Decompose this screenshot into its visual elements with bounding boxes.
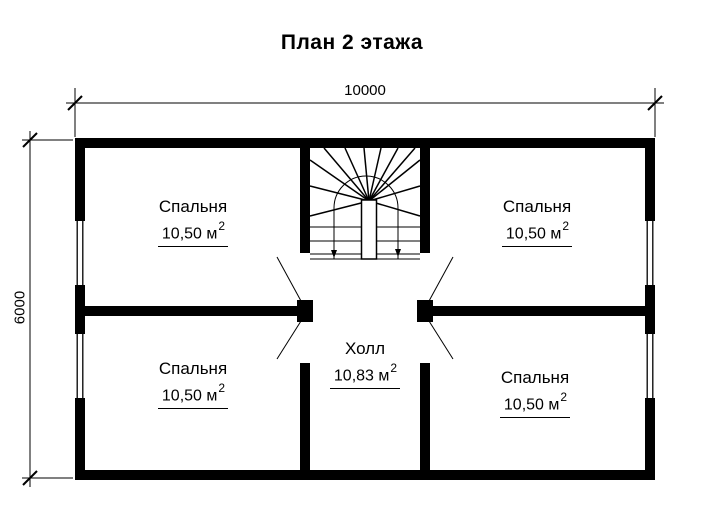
wall-outer-top bbox=[75, 138, 655, 148]
staircase bbox=[309, 147, 421, 260]
room-name: Холл bbox=[344, 339, 386, 358]
dimension-top bbox=[66, 88, 664, 137]
room-area-sup: 2 bbox=[218, 381, 226, 395]
room-area-sup: 2 bbox=[560, 390, 568, 404]
room-area-sup: 2 bbox=[218, 219, 226, 233]
room-area: 10,50 м2 bbox=[429, 219, 645, 248]
wall-hall-left bbox=[300, 363, 310, 470]
room-area-sup: 2 bbox=[390, 361, 398, 375]
window-symbol-left-bottom bbox=[76, 334, 84, 398]
wall-stair-right bbox=[420, 148, 430, 253]
room-label-hall: Холл 10,83 м2 bbox=[304, 339, 426, 390]
room-area: 10,50 м2 bbox=[85, 219, 301, 248]
wall-outer-left-middle bbox=[75, 285, 85, 334]
wall-outer-bottom bbox=[75, 470, 655, 480]
doors bbox=[276, 256, 454, 360]
stair-fan-lines bbox=[309, 147, 421, 217]
door-swing-line-bottom-right bbox=[428, 320, 454, 360]
room-area: 10,50 м2 bbox=[85, 381, 301, 410]
wall-end-cap-right bbox=[417, 300, 433, 322]
wall-outer-left-upper bbox=[75, 138, 85, 221]
wall-outer-left-lower bbox=[75, 398, 85, 480]
door-swing-line-bottom-left bbox=[276, 320, 302, 360]
wall-outer-right-lower bbox=[645, 398, 655, 480]
door-swing-line-top-right bbox=[428, 256, 454, 302]
room-area-sup: 2 bbox=[562, 219, 570, 233]
walls bbox=[75, 138, 655, 480]
room-name: Спальня bbox=[158, 197, 228, 216]
window-symbol-right-bottom bbox=[646, 334, 654, 398]
room-area-value: 10,50 м bbox=[161, 387, 218, 405]
dimension-tick bbox=[647, 95, 663, 111]
room-area-value: 10,83 м bbox=[333, 367, 390, 385]
dimension-tick bbox=[67, 95, 83, 111]
door-swing-line-top-left bbox=[276, 256, 302, 302]
dimension-tick bbox=[22, 132, 38, 148]
window-symbol-right-top bbox=[646, 221, 654, 285]
wall-mid-left bbox=[85, 306, 300, 316]
dimension-label-width: 10000 bbox=[344, 82, 386, 99]
room-area-value: 10,50 м bbox=[503, 396, 560, 414]
dimension-left bbox=[22, 131, 73, 487]
room-label-bedroom-top-right: Спальня 10,50 м2 bbox=[429, 197, 645, 248]
wall-end-cap-left bbox=[297, 300, 313, 322]
room-area: 10,83 м2 bbox=[304, 361, 426, 390]
wall-outer-right-middle bbox=[645, 285, 655, 334]
room-label-bedroom-bottom-right: Спальня 10,50 м2 bbox=[427, 368, 643, 419]
windows bbox=[76, 221, 654, 398]
room-label-bedroom-bottom-left: Спальня 10,50 м2 bbox=[85, 359, 301, 410]
window-symbol-left-top bbox=[76, 221, 84, 285]
room-area-value: 10,50 м bbox=[505, 225, 562, 243]
room-area-value: 10,50 м bbox=[161, 225, 218, 243]
room-name: Спальня bbox=[158, 359, 228, 378]
stair-arrow-icon bbox=[331, 249, 401, 258]
page-title: План 2 этажа bbox=[280, 31, 424, 54]
wall-mid-right bbox=[430, 306, 645, 316]
room-name: Спальня bbox=[500, 368, 570, 387]
room-name: Спальня bbox=[502, 197, 572, 216]
room-area: 10,50 м2 bbox=[427, 390, 643, 419]
dimension-tick bbox=[22, 470, 38, 486]
wall-hall-right bbox=[420, 363, 430, 470]
stair-newel bbox=[360, 199, 378, 260]
room-label-bedroom-top-left: Спальня 10,50 м2 bbox=[85, 197, 301, 248]
wall-stair-left bbox=[300, 148, 310, 253]
wall-outer-right-upper bbox=[645, 138, 655, 221]
